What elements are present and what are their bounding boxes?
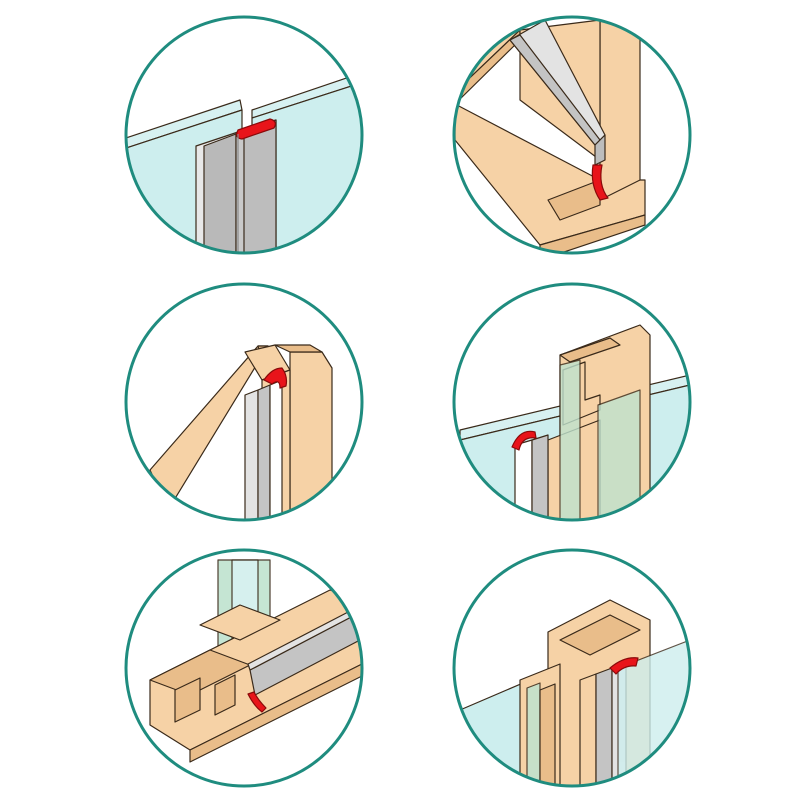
sill-glazing-seal-icon	[124, 548, 364, 788]
double-glass-frame-seal-icon	[452, 548, 692, 788]
wood-frame-channel-seal-icon	[452, 15, 692, 255]
glass-post-seal-icon	[452, 282, 692, 522]
wood-frame-rebate-seal-icon	[124, 282, 364, 522]
glass-panel-gap-seal-icon	[124, 15, 364, 255]
